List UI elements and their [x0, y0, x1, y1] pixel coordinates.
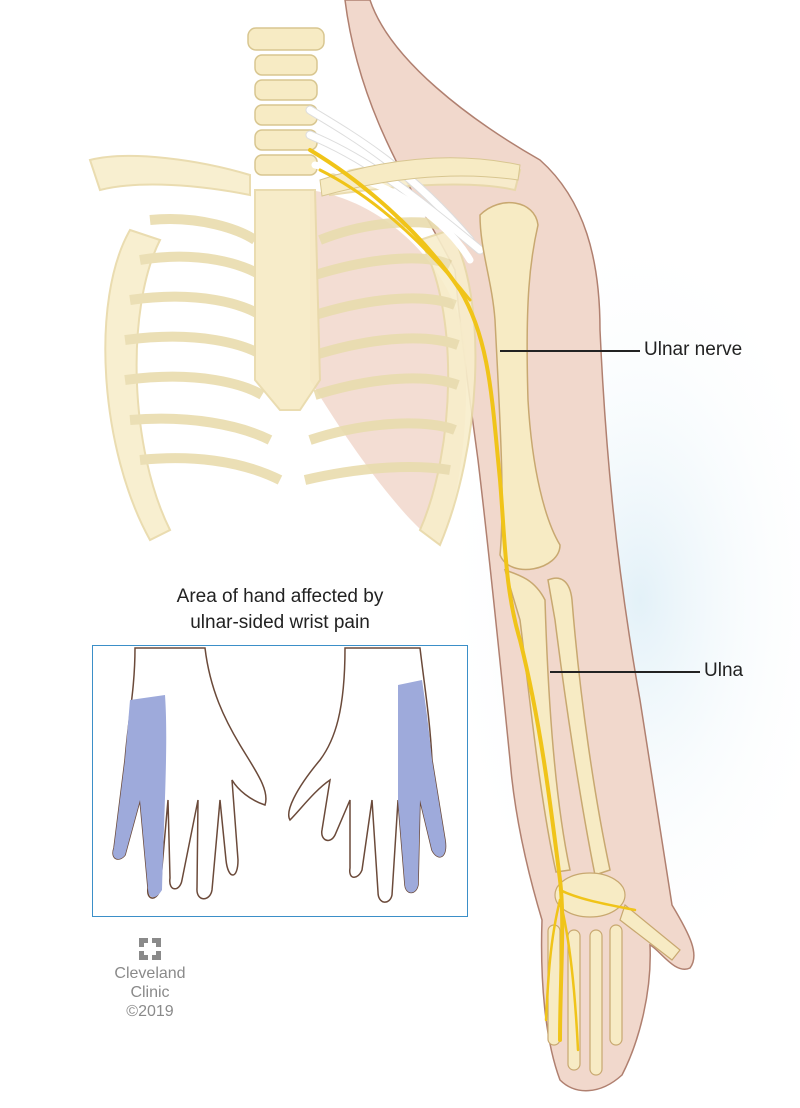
ulnar-nerve-label: Ulnar nerve [644, 339, 743, 360]
cleveland-clinic-logo: Cleveland Clinic ©2019 [102, 938, 198, 1021]
brachial-plexus [305, 105, 485, 264]
affected-area-inset-box [92, 645, 468, 917]
radius-bone [547, 577, 611, 876]
inset-title: Area of hand affected by ulnar-sided wri… [92, 584, 468, 636]
inset-title-line2: ulnar-sided wrist pain [190, 612, 370, 633]
torso-skin [310, 190, 467, 545]
inset-hands [112, 647, 447, 903]
ulna-label: Ulna [704, 660, 744, 681]
left-affected-area [113, 695, 167, 898]
ulnar-nerve [308, 148, 637, 1052]
ulna-leader-line [550, 671, 700, 673]
hand-bones [547, 872, 681, 1076]
clavicle [319, 157, 521, 197]
ribcage [88, 155, 522, 547]
copyright: ©2019 [126, 1003, 174, 1020]
logo-name-line2: Clinic [130, 984, 170, 1001]
humerus [479, 201, 561, 571]
cleveland-clinic-cross-icon [139, 938, 161, 960]
inset-title-line1: Area of hand affected by [176, 586, 384, 607]
logo-name-line1: Cleveland [114, 965, 186, 982]
right-affected-area [398, 680, 446, 893]
ulnar-nerve-leader-line [500, 350, 640, 352]
